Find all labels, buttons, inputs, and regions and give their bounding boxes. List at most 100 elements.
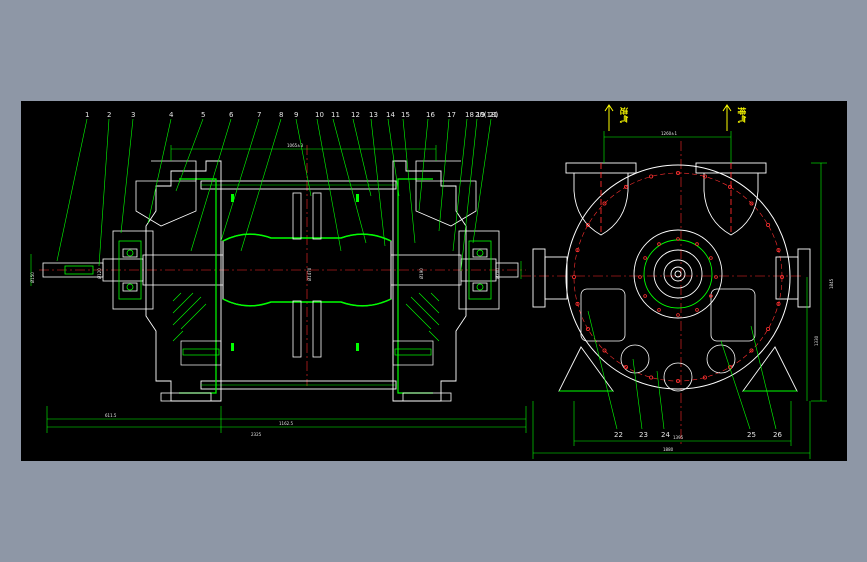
dim-right-segment: 1162.5	[279, 421, 293, 426]
balloon-leader	[295, 118, 312, 197]
balloon-leader	[175, 118, 204, 192]
balloon-leader	[190, 118, 232, 252]
bolt-hole	[702, 174, 707, 179]
bolt-hole	[602, 348, 607, 353]
pump-casing	[200, 180, 397, 390]
balloon-label-2: 2	[107, 111, 111, 119]
bolt-hole	[643, 294, 647, 298]
balloon-label-20: 21	[489, 111, 498, 119]
balloon-label-22: 22	[614, 431, 623, 439]
bolt-hole	[695, 308, 699, 312]
balloon-label-7: 7	[257, 111, 261, 119]
left-bearing-assembly	[112, 230, 154, 310]
bolt-hole	[572, 274, 577, 279]
bolt-hole	[780, 274, 785, 279]
bolt-hole	[714, 275, 718, 279]
bolt-hole	[766, 326, 771, 331]
balloon-leader	[147, 118, 172, 224]
bolt-hole	[776, 301, 781, 306]
bolt-hole	[657, 308, 661, 312]
balloon-leader	[98, 118, 110, 267]
balloon-label-1: 1	[85, 111, 89, 119]
bolt-hole	[624, 365, 629, 370]
outlet-note: 排气	[737, 107, 747, 123]
balloon-leader	[120, 118, 134, 234]
balloon-label-4: 4	[169, 111, 174, 119]
dim-top-right-span: 1260±1	[661, 131, 678, 136]
balloon-label-10: 10	[315, 111, 324, 119]
dim-key-small-r: Ø190	[419, 268, 424, 279]
balloon-leader	[220, 118, 260, 242]
bolt-hole	[749, 348, 754, 353]
balloon-leader	[438, 118, 450, 232]
dim-shaft-right: Ø200	[495, 268, 500, 279]
flow-arrows	[604, 104, 732, 131]
balloon-leader	[750, 325, 777, 430]
balloon-label-17: 17	[447, 111, 456, 119]
balloon-label-12: 12	[351, 111, 360, 119]
dim-bottom-right-overall: 1880	[663, 447, 674, 452]
balloon-leader	[460, 118, 478, 272]
bolt-hole	[676, 237, 680, 241]
balloon-label-11: 11	[331, 111, 340, 119]
bolt-hole	[585, 223, 590, 228]
bolt-circle	[573, 172, 783, 382]
bolt-hole	[585, 326, 590, 331]
side-nozzle-right	[775, 248, 811, 308]
end-view-dimensions	[532, 131, 827, 459]
bolt-hole	[695, 242, 699, 246]
bolt-hole	[602, 201, 607, 206]
outlet-nozzle	[695, 162, 767, 236]
balloon-leader	[387, 118, 400, 197]
dim-overall-length: 2325	[251, 432, 262, 437]
balloon-leader	[56, 118, 88, 262]
balloon-leader	[316, 118, 342, 252]
dim-rotor-dia: Ø1470	[307, 267, 312, 281]
balloon-leader	[656, 370, 665, 430]
balloon-label-23: 23	[639, 431, 648, 439]
balloon-label-8: 8	[279, 111, 283, 119]
bolt-hole	[728, 184, 733, 189]
base-feet	[558, 346, 798, 392]
balloon-leader	[240, 118, 282, 252]
balloon-leader	[452, 118, 468, 252]
balloon-label-14: 14	[386, 111, 395, 119]
bolt-hole	[575, 248, 580, 253]
balloon-leader	[332, 118, 367, 244]
inlet-note: 进气	[619, 107, 629, 123]
casing-outline	[565, 164, 791, 390]
inspection-covers	[580, 288, 756, 392]
side-nozzle-left	[532, 248, 568, 308]
dim-bottom-right-width: 1395	[673, 435, 684, 440]
bolt-hole	[649, 174, 654, 179]
right-end-housing	[392, 160, 477, 402]
balloon-label-25: 25	[747, 431, 756, 439]
inlet-nozzle	[565, 162, 637, 236]
balloon-label-6: 6	[229, 111, 234, 119]
bolt-hole	[676, 171, 681, 176]
dim-shaft-left: Ø150	[30, 272, 35, 283]
balloon-leader	[720, 340, 751, 430]
balloon-label-26: 26	[773, 431, 782, 439]
dim-height-right: 1845	[829, 278, 834, 289]
balloon-leader	[352, 118, 372, 197]
bolt-hole	[709, 256, 713, 260]
hub	[633, 229, 723, 319]
bolt-hole	[575, 301, 580, 306]
bolt-hole	[649, 375, 654, 380]
dimension-lines	[30, 145, 527, 433]
balloon-leader	[587, 310, 618, 430]
balloon-label-19: 20(18)	[475, 111, 499, 119]
balloon-leader	[370, 118, 386, 247]
bolt-hole	[709, 294, 713, 298]
bolt-hole	[702, 375, 707, 380]
balloon-label-18: 18 19	[465, 111, 485, 119]
bolt-hole	[624, 184, 629, 189]
bolt-hole	[676, 378, 681, 383]
